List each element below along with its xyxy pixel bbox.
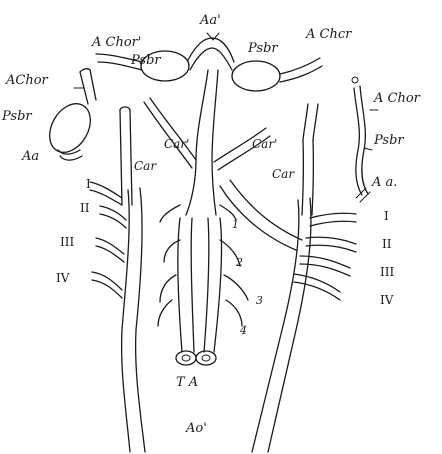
upper-left-inset (41, 69, 98, 160)
right-carotid-upper-inner (303, 104, 308, 140)
right-aortic-trunk (252, 198, 311, 452)
label-right-roman-2: II (382, 237, 392, 251)
label-psbr-top-right: Psbr (247, 41, 278, 56)
label-ta: T A (176, 375, 198, 390)
label-left-roman-4: IV (56, 271, 70, 285)
label-left-roman-1: I (86, 177, 91, 191)
label-left-roman-3: III (60, 235, 74, 249)
label-a-chor-left: AChor (5, 73, 49, 88)
label-car-left: Car (134, 159, 157, 173)
left-branchial-arches (90, 182, 126, 298)
ta-circles (176, 351, 216, 365)
label-a-chor-right: A Chor (373, 91, 421, 106)
right-carotid-upper (313, 104, 318, 140)
label-aa-left: Aa (21, 149, 39, 164)
label-car-prime-center: Car' (164, 137, 189, 151)
label-a-cher-top-right: A Chcr (305, 27, 352, 42)
label-num-4: 4 (239, 324, 247, 337)
label-left-roman-2: II (80, 201, 90, 215)
label-psbr-right: Psbr (373, 133, 404, 148)
right-carotid (302, 140, 313, 215)
label-num-3: 3 (256, 294, 263, 307)
label-right-roman-1: I (384, 209, 389, 223)
label-right-roman-4: IV (380, 293, 394, 307)
label-num-2: 2 (235, 256, 243, 269)
label-right-roman-3: III (380, 265, 394, 279)
label-aa-right: A a. (371, 175, 397, 190)
label-psbr-top-left: Psbr (130, 53, 161, 68)
label-psbr-left: Psbr (1, 109, 32, 124)
label-a-chor-top: A Chor' (91, 35, 141, 50)
label-car-prime-right: Car' (252, 137, 277, 151)
label-num-1: 1 (232, 218, 239, 231)
label-aa-prime: Aa' (199, 13, 221, 28)
label-ao-prime: Ao' (185, 421, 207, 436)
left-carotid (120, 107, 132, 205)
right-branchial-arches (294, 213, 356, 300)
central-vessel-network (144, 70, 302, 352)
label-car-right: Car (272, 167, 295, 181)
